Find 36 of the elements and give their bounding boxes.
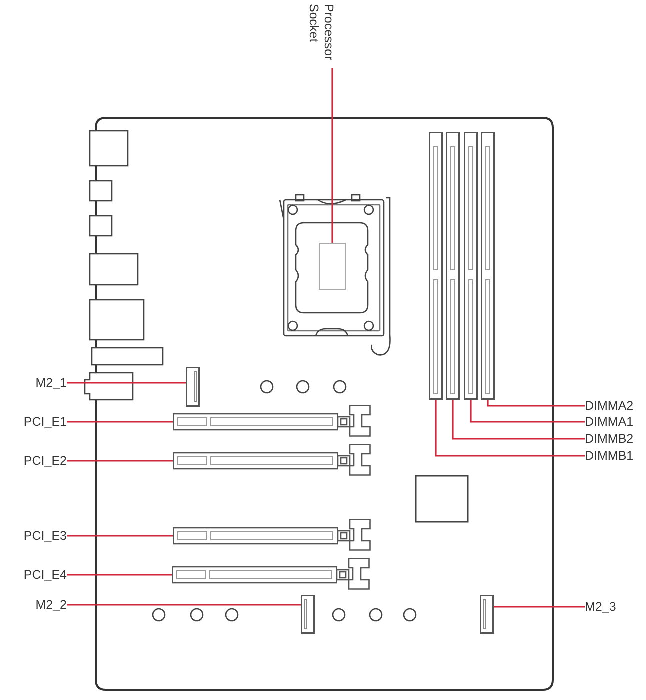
pcie-slot: [173, 405, 371, 437]
dimm-slot: [481, 132, 495, 400]
leader-line: [67, 382, 186, 384]
part-label: M2_2: [36, 598, 67, 612]
leader-line: [67, 421, 173, 423]
leader-line: [332, 68, 334, 243]
processor-socket-center: [319, 243, 346, 290]
part-label: PCI_E1: [24, 414, 67, 430]
part-label: Processor Socket: [306, 4, 336, 68]
leader-line: [487, 400, 585, 407]
part-label: DIMMB1: [585, 448, 634, 464]
leader-line: [470, 400, 585, 423]
leader-line: [67, 535, 173, 537]
leader-line: [494, 606, 585, 608]
part-label: M2_1: [36, 376, 67, 390]
dimm-slot: [464, 132, 478, 400]
pcie-slot: [172, 558, 370, 590]
part-label: PCI_E3: [24, 528, 67, 544]
leader-line: [67, 574, 172, 576]
dimm-slot: [446, 132, 460, 400]
part-label: PCI_E2: [24, 454, 67, 468]
part-label: PCI_E4: [24, 568, 67, 582]
part-label: DIMMA2: [585, 398, 634, 414]
part-label: DIMMB2: [585, 432, 634, 446]
m2-slot: [186, 367, 200, 407]
m2-slot: [301, 595, 315, 634]
part-label: DIMMA1: [585, 414, 634, 430]
leader-line: [67, 460, 173, 462]
leader-line: [435, 400, 585, 457]
dimm-slot: [429, 132, 443, 400]
leader-line: [452, 400, 585, 440]
part-label: M2_3: [585, 600, 616, 614]
leader-line: [67, 604, 301, 606]
pcie-slot: [173, 444, 371, 476]
m2-slot: [480, 595, 494, 634]
pcie-slot: [173, 519, 371, 551]
